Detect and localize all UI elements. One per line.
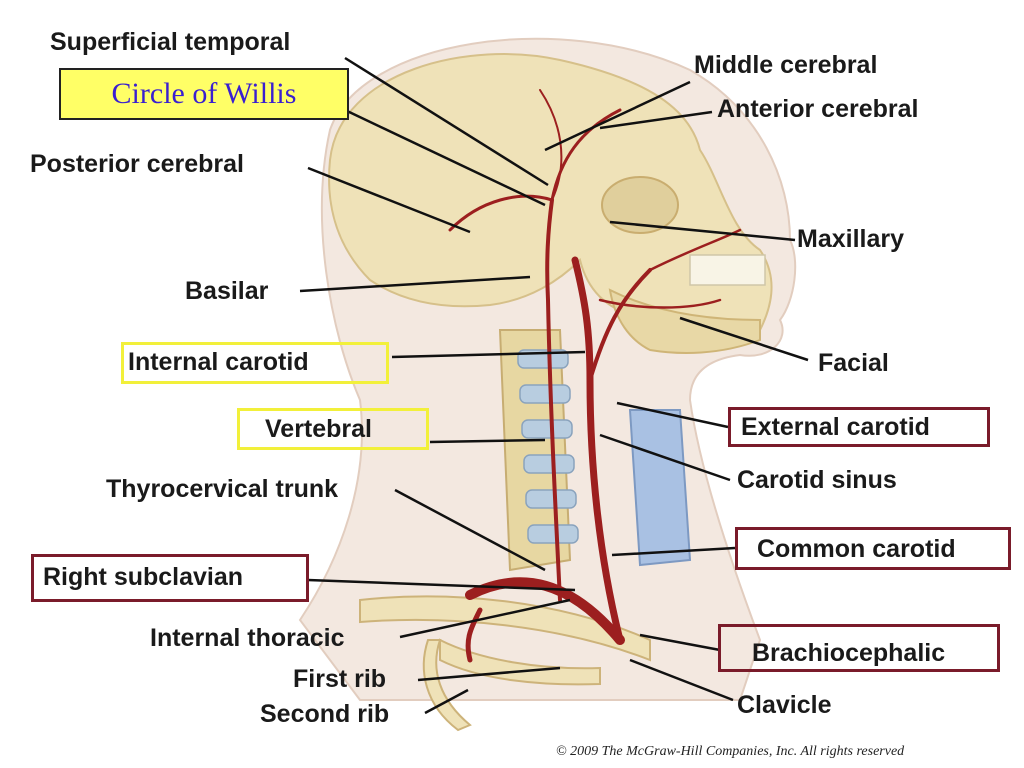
- right-subclavian-highlight: [31, 554, 309, 602]
- vertebral-highlight: [237, 408, 429, 450]
- label-first-rib: First rib: [293, 665, 387, 693]
- label-internal-carotid: Internal carotid: [128, 348, 309, 376]
- clavicle-bone: [359, 595, 651, 662]
- label-thyrocervical-trunk: Thyrocervical trunk: [106, 475, 339, 503]
- circle-of-willis-callout: Circle of Willis: [59, 68, 349, 120]
- label-brachiocephalic: Brachiocephalic: [752, 639, 946, 667]
- label-posterior-cerebral: Posterior cerebral: [30, 150, 244, 178]
- label-anterior-cerebral: Anterior cerebral: [717, 95, 919, 123]
- label-internal-thoracic: Internal thoracic: [150, 624, 345, 652]
- label-clavicle: Clavicle: [737, 691, 832, 719]
- external-carotid-highlight: [728, 407, 990, 447]
- label-right-subclavian: Right subclavian: [43, 563, 244, 591]
- trachea: [628, 409, 692, 567]
- label-superficial-temporal: Superficial temporal: [50, 28, 291, 56]
- label-middle-cerebral: Middle cerebral: [694, 51, 878, 79]
- label-maxillary: Maxillary: [797, 225, 905, 253]
- copyright-notice: © 2009 The McGraw-Hill Companies, Inc. A…: [556, 744, 905, 759]
- first-rib-bone: [439, 638, 601, 686]
- label-external-carotid: External carotid: [741, 413, 930, 441]
- label-carotid-sinus: Carotid sinus: [737, 466, 897, 494]
- label-basilar: Basilar: [185, 277, 269, 305]
- label-vertebral: Vertebral: [265, 415, 373, 443]
- brachiocephalic-highlight: [718, 624, 1000, 672]
- label-facial: Facial: [818, 349, 889, 377]
- label-common-carotid: Common carotid: [757, 535, 956, 563]
- leader-lines: [299, 56, 809, 715]
- orbit: [601, 176, 679, 234]
- common-carotid-highlight: [735, 527, 1011, 570]
- internal-carotid-highlight: [121, 342, 389, 384]
- mandible: [608, 288, 761, 354]
- teeth: [689, 254, 766, 286]
- second-rib-bone: [422, 639, 472, 732]
- label-second-rib: Second rib: [260, 700, 390, 728]
